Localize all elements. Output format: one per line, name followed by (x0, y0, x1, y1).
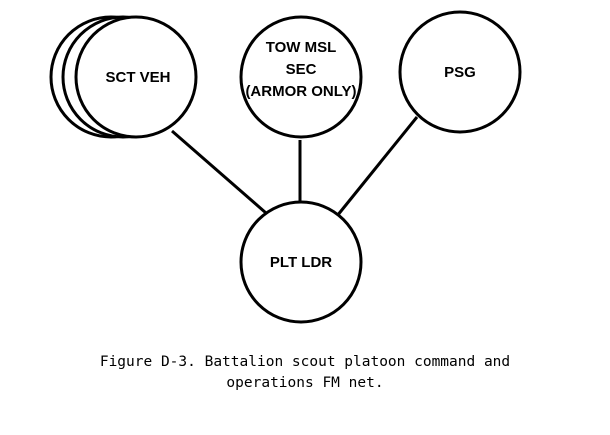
tow-msl-circle (239, 15, 363, 139)
figure-caption: Figure D-3. Battalion scout platoon comm… (0, 352, 610, 394)
link-sct-veh-plt-ldr (171, 129, 267, 215)
caption-line-1: Figure D-3. Battalion scout platoon comm… (99, 354, 511, 370)
tow-msl-label-line1: TOW MSL (266, 39, 337, 56)
sct-veh-label: SCT VEH (105, 69, 170, 86)
psg-node: PSG (398, 10, 522, 134)
tow-msl-node: TOW MSL SEC (ARMOR ONLY) (239, 15, 363, 139)
psg-label: PSG (444, 64, 476, 81)
link-psg-plt-ldr (335, 116, 419, 217)
tow-msl-label-line3: (ARMOR ONLY) (245, 83, 356, 100)
psg-circle (398, 10, 522, 134)
plt-ldr-label: PLT LDR (270, 254, 332, 271)
tow-msl-label-line2: SEC (286, 61, 317, 78)
caption-line-2: operations FM net. (226, 375, 384, 391)
sct-veh-node: SCT VEH (49, 15, 198, 139)
plt-ldr-circle (239, 200, 363, 324)
sct-veh-circle-front (74, 15, 198, 139)
plt-ldr-node: PLT LDR (239, 200, 363, 324)
